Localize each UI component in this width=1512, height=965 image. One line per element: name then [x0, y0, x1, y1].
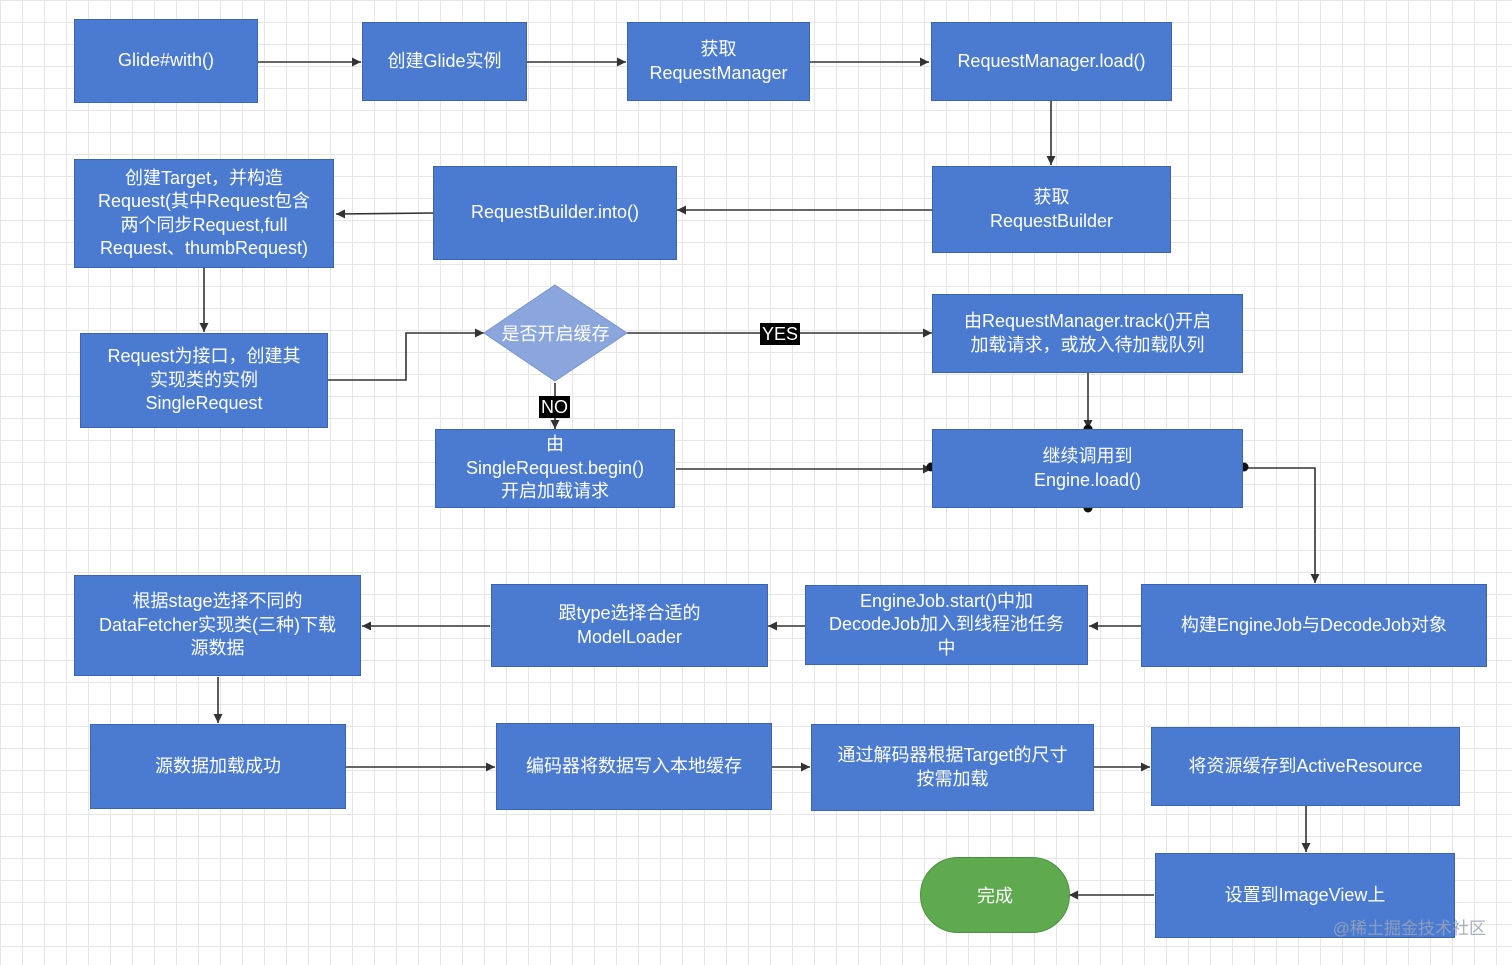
node-request-manager-load: RequestManager.load() [931, 22, 1172, 101]
node-engine-job-start: EngineJob.start()中加 DecodeJob加入到线程池任务 中 [805, 585, 1088, 665]
node-get-request-manager: 获取 RequestManager [627, 22, 810, 101]
node-request-builder-into: RequestBuilder.into() [433, 166, 677, 260]
edge-engine-load-to-build-jobs [1244, 467, 1320, 583]
node-request-interface: Request为接口，创建其 实现类的实例 SingleRequest [80, 333, 328, 428]
node-active-resource: 将资源缓存到ActiveResource [1151, 727, 1460, 806]
cache-decision-label: 是否开启缓存 [501, 324, 610, 344]
node-create-glide: 创建Glide实例 [362, 22, 527, 101]
node-get-request-builder: 获取 RequestBuilder [932, 166, 1171, 253]
node-build-jobs: 构建EngineJob与DecodeJob对象 [1141, 584, 1487, 667]
node-track-request: 由RequestManager.track()开启 加载请求，或放入待加载队列 [932, 294, 1243, 373]
edge-request-interface-to-decision [328, 328, 484, 381]
node-set-image-view: 设置到ImageView上 [1155, 853, 1455, 938]
node-glide-with: Glide#with() [74, 19, 258, 103]
node-data-fetcher: 根据stage选择不同的 DataFetcher实现类(三种)下载 源数据 [74, 575, 361, 676]
edge-into-to-create-target [335, 209, 434, 219]
watermark: @稀土掘金技术社区 [1332, 919, 1486, 938]
yes-label: YES [760, 323, 801, 345]
no-label: NO [539, 396, 570, 418]
node-source-loaded: 源数据加载成功 [90, 724, 346, 809]
node-create-target: 创建Target，并构造 Request(其中Request包含 两个同步Req… [74, 159, 334, 268]
node-done: 完成 [920, 857, 1070, 933]
node-engine-load: 继续调用到 Engine.load() [932, 429, 1243, 508]
node-single-request-begin: 由 SingleRequest.begin() 开启加载请求 [435, 429, 675, 508]
node-model-loader: 跟type选择合适的 ModelLoader [491, 584, 768, 667]
cache-decision-diamond [483, 284, 628, 382]
node-decoder-load: 通过解码器根据Target的尺寸 按需加载 [811, 724, 1094, 811]
node-encoder-write: 编码器将数据写入本地缓存 [496, 723, 772, 810]
